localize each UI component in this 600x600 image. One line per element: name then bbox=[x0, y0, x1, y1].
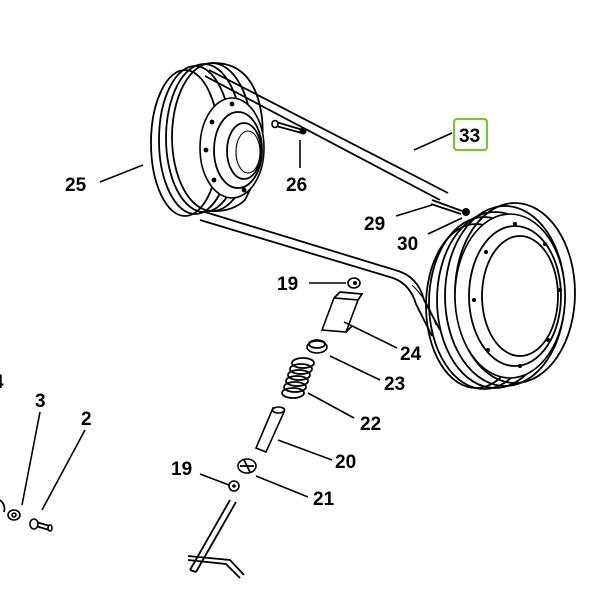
callout-30: 30 bbox=[397, 234, 418, 255]
edge-fragment bbox=[0, 499, 6, 513]
nut-19-top bbox=[347, 277, 361, 289]
fitting-21 bbox=[237, 458, 257, 474]
callout-29: 29 bbox=[364, 214, 385, 235]
pin-29-30 bbox=[430, 199, 470, 216]
bracket-24 bbox=[320, 291, 364, 333]
callout-22: 22 bbox=[360, 414, 381, 435]
callout-edge: 4 bbox=[0, 372, 4, 393]
callout-21: 21 bbox=[313, 489, 335, 510]
highlight-box bbox=[452, 117, 489, 152]
long-rod bbox=[189, 499, 237, 573]
pin-26 bbox=[271, 119, 307, 135]
callout-26: 26 bbox=[286, 175, 307, 196]
spring-22 bbox=[281, 357, 315, 399]
callout-3: 3 bbox=[35, 391, 46, 412]
callout-2: 2 bbox=[81, 409, 92, 430]
callout-33: 33 bbox=[459, 126, 480, 147]
drive-belt bbox=[199, 69, 449, 337]
bolt-2 bbox=[29, 518, 53, 532]
callout-25: 25 bbox=[65, 175, 87, 196]
small-pulley bbox=[150, 62, 265, 217]
cap-23 bbox=[306, 339, 328, 354]
callout-23: 23 bbox=[384, 374, 405, 395]
partial-arm bbox=[187, 555, 245, 579]
callout-24: 24 bbox=[400, 344, 422, 365]
callout-19-top: 19 bbox=[277, 274, 298, 295]
washer-3 bbox=[7, 509, 21, 521]
leader-lines bbox=[21, 132, 463, 511]
rod-20 bbox=[254, 406, 286, 454]
callout-19-bottom: 19 bbox=[171, 459, 192, 480]
nut-19-bottom bbox=[228, 480, 240, 492]
large-pulley bbox=[425, 202, 576, 390]
callout-20: 20 bbox=[335, 452, 356, 473]
